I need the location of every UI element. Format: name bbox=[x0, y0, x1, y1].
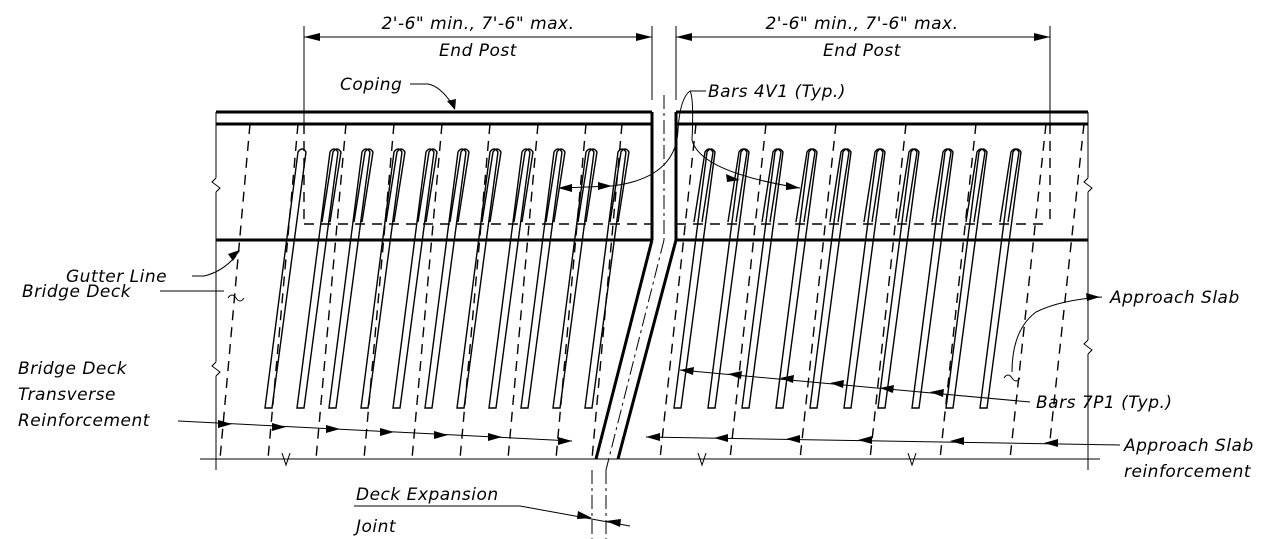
bars-4v1-left bbox=[321, 148, 630, 223]
asr-label-line2: reinforcement bbox=[1124, 462, 1252, 482]
bars-7p1-leader bbox=[679, 367, 1031, 403]
bars-4v1-right bbox=[693, 148, 1020, 223]
bdtr-label-line2: Transverse bbox=[18, 385, 116, 405]
bars-4v1-leaders bbox=[558, 90, 801, 192]
dimension-end-post-left bbox=[303, 26, 653, 132]
asr-label-line1: Approach Slab bbox=[1123, 436, 1254, 456]
dim-right-top-label: 2'-6" min., 7'-6" max. bbox=[765, 14, 958, 34]
dimension-end-post-right bbox=[675, 26, 1051, 132]
end-post-outline-right bbox=[676, 124, 1051, 225]
end-post-outline-left bbox=[303, 124, 652, 225]
dej-label-line2: Joint bbox=[353, 517, 397, 537]
approach-slab-leader bbox=[1003, 293, 1103, 382]
bars-7p1-right bbox=[673, 148, 1022, 409]
approach-slab-label: Approach Slab bbox=[1109, 288, 1240, 308]
bdtr-label-line3: Reinforcement bbox=[18, 411, 151, 431]
bars-7p1-left bbox=[264, 148, 627, 409]
bottom-break-line bbox=[200, 452, 1100, 467]
coping-leader bbox=[410, 83, 456, 110]
bridge-deck-leader bbox=[160, 290, 245, 302]
dim-left-top-label: 2'-6" min., 7'-6" max. bbox=[381, 14, 574, 34]
dej-label-line1: Deck Expansion bbox=[356, 485, 499, 505]
gutter-line-label: Gutter Line bbox=[66, 267, 167, 287]
dim-right-bottom-label: End Post bbox=[823, 41, 902, 61]
gutter-line-leader bbox=[192, 250, 240, 277]
bars-4v1-label: Bars 4V1 (Typ.) bbox=[708, 82, 846, 102]
deck-expansion-joint bbox=[591, 95, 678, 539]
coping-band bbox=[216, 110, 1088, 126]
bars-7p1-label: Bars 7P1 (Typ.) bbox=[1036, 393, 1173, 413]
bridge-deck-label: Bridge Deck bbox=[22, 282, 132, 302]
bdtr-label-line1: Bridge Deck bbox=[18, 359, 128, 379]
coping-label: Coping bbox=[340, 75, 402, 95]
asr-leader bbox=[645, 433, 1121, 447]
dim-left-bottom-label: End Post bbox=[439, 41, 518, 61]
bdtr-leader bbox=[177, 420, 573, 445]
edge-break-lines bbox=[211, 112, 1093, 470]
dej-leader bbox=[354, 505, 631, 527]
end-post-faces bbox=[650, 112, 678, 240]
